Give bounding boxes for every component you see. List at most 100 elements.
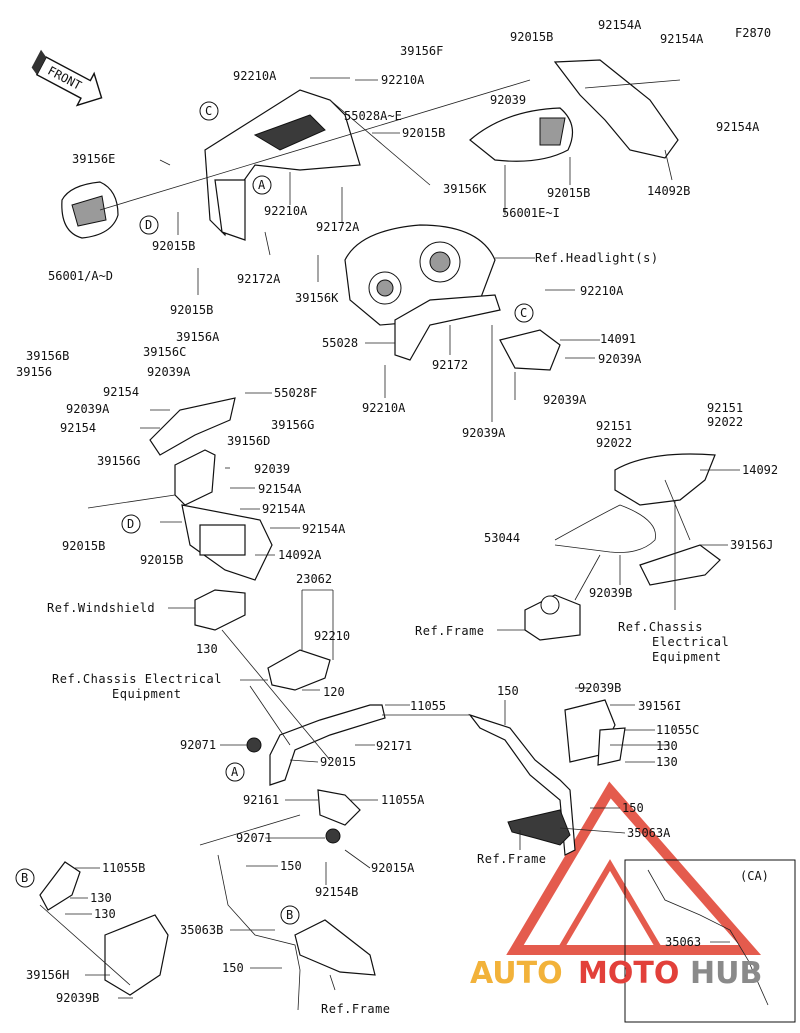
part-label: 39156K <box>295 291 339 305</box>
ref-chassis-equipment-left: Equipment <box>112 687 182 701</box>
callout-b-bottom: B <box>280 905 300 925</box>
pad-39156J <box>639 544 721 586</box>
part-label: 92154A <box>258 482 302 496</box>
part-label: 92039 <box>490 93 526 107</box>
ca-variant-box: (CA) <box>624 859 796 1023</box>
ref-frame-mid: Ref.Frame <box>477 852 547 866</box>
stay-35063A <box>507 809 571 846</box>
part-label: 92154A <box>302 522 346 536</box>
callout-d-mid: D <box>121 514 141 534</box>
part-label: 92039A <box>147 365 191 379</box>
part-label: 92039A <box>543 393 587 407</box>
part-label: 55028A~E <box>344 109 402 123</box>
callout-b-left: B <box>15 868 35 888</box>
part-label: 92154B <box>315 885 358 899</box>
right-cover-14092 <box>614 453 716 506</box>
part-label: 92210A <box>233 69 277 83</box>
ref-windshield: Ref.Windshield <box>47 601 155 615</box>
part-label: 39156D <box>227 434 270 448</box>
inner-cover <box>394 294 501 361</box>
part-label: 92171 <box>376 739 412 753</box>
part-label: 92015A <box>371 861 415 875</box>
part-label: 92039A <box>462 426 506 440</box>
part-label: 92022 <box>707 415 743 429</box>
part-label: 39156E <box>72 152 115 166</box>
part-label: 92154 <box>103 385 139 399</box>
part-label: 14092A <box>278 548 322 562</box>
part-label: 130 <box>90 891 112 905</box>
part-label: 39156F <box>400 44 443 58</box>
part-label: 92210A <box>580 284 624 298</box>
part-label: 39156I <box>638 699 681 713</box>
callout-a-top: A <box>252 175 272 195</box>
part-label: 92154A <box>262 502 306 516</box>
diagram-code: F2870 <box>735 26 771 40</box>
bracket-11055C <box>597 727 626 766</box>
part-label: 130 <box>656 739 678 753</box>
ref-equipment-right: Equipment <box>652 650 722 664</box>
part-label: 130 <box>196 642 218 656</box>
right-mirror <box>469 107 574 162</box>
part-label: 92172A <box>237 272 281 286</box>
ca-variant-label: (CA) <box>740 869 769 883</box>
part-label: 55028F <box>274 386 317 400</box>
ref-chassis-right: Ref.Chassis <box>618 620 703 634</box>
part-label: 150 <box>280 859 302 873</box>
part-label: 35063B <box>180 923 223 937</box>
part-label: 92039A <box>66 402 110 416</box>
part-label: 92039B <box>589 586 632 600</box>
part-label: 55028 <box>322 336 358 350</box>
part-label: 92154A <box>598 18 642 32</box>
part-label: 39156K <box>443 182 487 196</box>
frame-part-right <box>524 594 581 641</box>
part-label: 92015B <box>170 303 213 317</box>
part-label: 92154 <box>60 421 96 435</box>
part-label: 92015B <box>510 30 553 44</box>
ref-frame-bottom: Ref.Frame <box>321 1002 391 1016</box>
left-mirror <box>61 181 119 239</box>
part-label: 92039B <box>56 991 99 1005</box>
part-label: 130 <box>94 907 116 921</box>
part-label: 39156G <box>97 454 140 468</box>
part-label: 92022 <box>596 436 632 450</box>
part-label: 92154A <box>716 120 760 134</box>
part-label: 92039B <box>578 681 621 695</box>
part-label: 11055A <box>381 793 425 807</box>
svg-text:B: B <box>21 871 28 885</box>
reference-labels: Ref.Headlight(s) Ref.Windshield Ref.Chas… <box>47 251 729 1016</box>
bracket-11055B <box>39 861 81 911</box>
part-label: 56001/A~D <box>48 269 113 283</box>
part-label: 14091 <box>600 332 636 346</box>
part-label: 92210 <box>314 629 350 643</box>
part-label: 92015B <box>402 126 445 140</box>
part-label: 92210A <box>362 401 406 415</box>
callout-d-top: D <box>139 215 159 235</box>
part-label: 92151 <box>596 419 632 433</box>
part-label: 92071 <box>180 738 216 752</box>
svg-text:AUTO: AUTO <box>470 956 563 991</box>
part-label: 11055C <box>656 723 699 737</box>
part-label: 92015B <box>152 239 195 253</box>
part-label: 14092 <box>742 463 778 477</box>
watermark-logo <box>506 781 762 955</box>
svg-text:D: D <box>127 517 134 531</box>
part-label: 92039 <box>254 462 290 476</box>
front-arrow-icon: FRONT <box>31 49 103 107</box>
part-label: 56001E~I <box>502 206 560 220</box>
svg-text:HUB: HUB <box>690 956 762 991</box>
part-label: 39156 <box>16 365 52 379</box>
part-label: 39156J <box>730 538 773 552</box>
callout-c-mid: C <box>514 303 534 323</box>
bracket-14091 <box>499 329 561 371</box>
part-label: 11055B <box>102 861 145 875</box>
part-label: 35063A <box>627 826 671 840</box>
part-label: 150 <box>222 961 244 975</box>
part-label: 39156G <box>271 418 314 432</box>
part-label: 92071 <box>236 831 272 845</box>
svg-text:B: B <box>286 908 293 922</box>
upper-left-cowl <box>204 89 361 241</box>
bracket-23062 <box>267 649 331 691</box>
windshield-bracket <box>194 589 246 631</box>
part-label: 39156H <box>26 968 69 982</box>
callout-a-bottom: A <box>225 762 245 782</box>
